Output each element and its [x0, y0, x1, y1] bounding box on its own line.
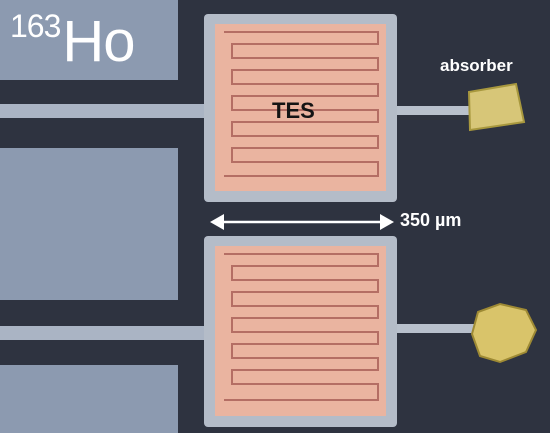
lead-line — [0, 326, 210, 340]
isotope-label: 163Ho — [10, 8, 136, 74]
isotope-symbol: Ho — [62, 9, 135, 74]
lead-line — [0, 104, 210, 118]
arrowhead-left-icon — [210, 214, 224, 230]
gold-absorber — [470, 302, 538, 364]
tes-label: TES — [272, 98, 315, 123]
absorber-label: absorber — [440, 56, 513, 75]
lead-line — [392, 106, 472, 115]
lead-line — [392, 324, 482, 333]
meander-pattern — [224, 31, 379, 177]
contact-pad — [0, 0, 178, 80]
tes-sensor — [215, 24, 386, 191]
gold-absorber — [467, 82, 526, 132]
meander-pattern — [224, 253, 379, 401]
isotope-mass-number: 163 — [10, 8, 61, 44]
arrowhead-right-icon — [380, 214, 394, 230]
dimension-label: 350 µm — [400, 210, 462, 230]
contact-pad — [0, 365, 178, 433]
contact-pad — [0, 148, 178, 300]
